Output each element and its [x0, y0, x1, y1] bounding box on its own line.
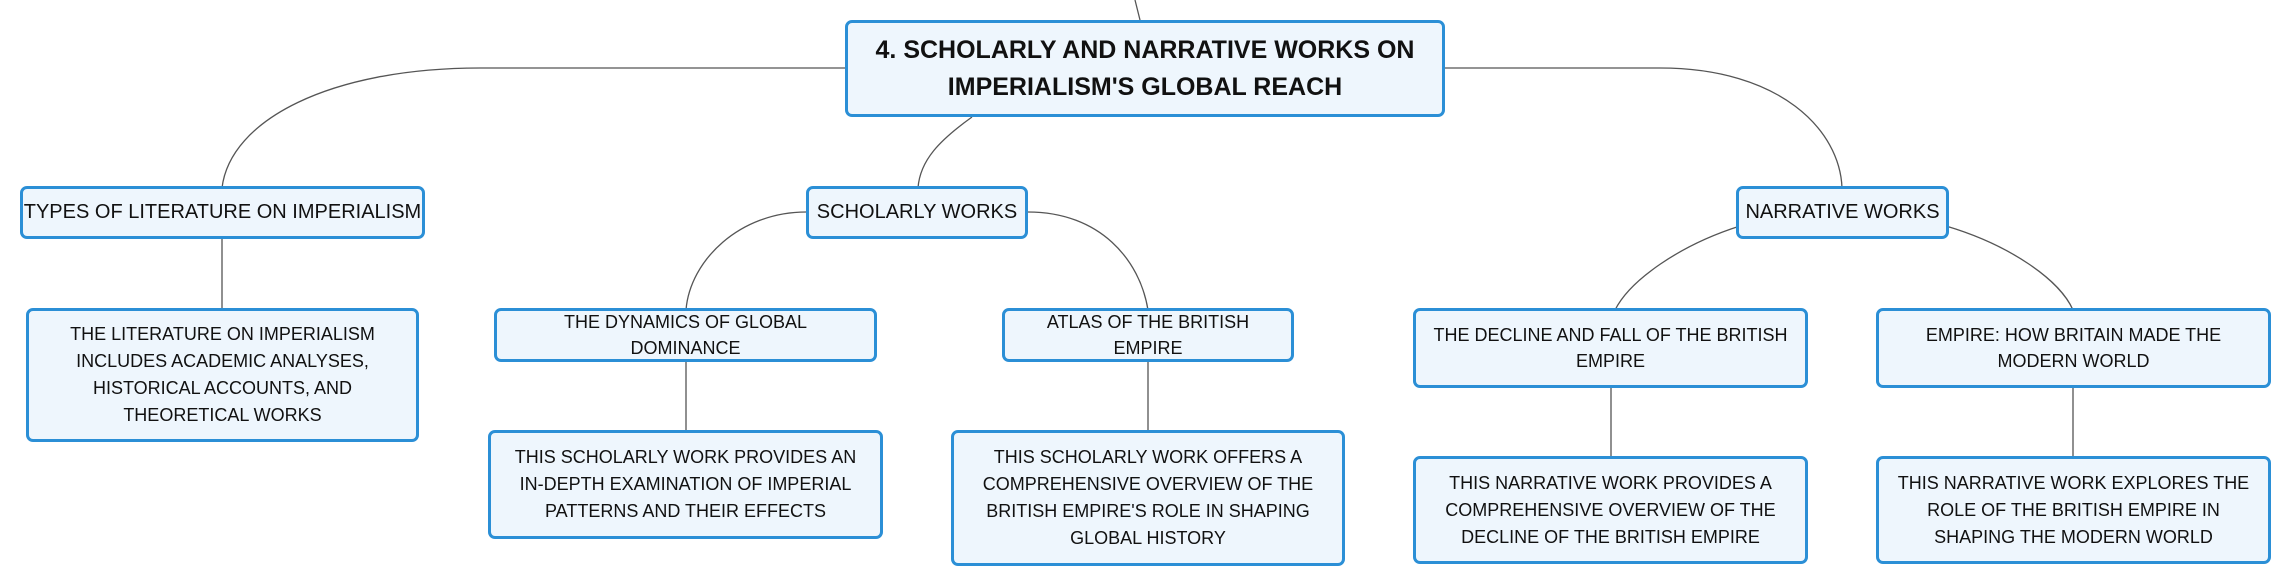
- connector-root-types: [221, 67, 845, 189]
- decline-description-node[interactable]: THIS NARRATIVE WORK PROVIDES A COMPREHEN…: [1413, 456, 1808, 564]
- types-node[interactable]: TYPES OF LITERATURE ON IMPERIALISM: [20, 186, 425, 239]
- root-node-label: 4. SCHOLARLY AND NARRATIVE WORKS ON IMPE…: [875, 36, 1415, 101]
- connector-root-incoming: [1134, 0, 1141, 21]
- types-node-label: TYPES OF LITERATURE ON IMPERIALISM: [23, 201, 422, 223]
- decline-description-label: THIS NARRATIVE WORK PROVIDES A COMPREHEN…: [1445, 472, 1776, 547]
- scholarly-node-label: SCHOLARLY WORKS: [816, 201, 1018, 223]
- narrative-node-label: NARRATIVE WORKS: [1745, 201, 1940, 223]
- connector-scholarly-atlas: [1027, 211, 1149, 311]
- connector-narrative-empire: [1945, 225, 2074, 311]
- connector-root-narrative: [1445, 67, 1843, 189]
- decline-node[interactable]: THE DECLINE AND FALL OF THE BRITISH EMPI…: [1413, 308, 1808, 388]
- dynamics-node[interactable]: THE DYNAMICS OF GLOBAL DOMINANCE: [494, 308, 877, 362]
- types-description-node[interactable]: THE LITERATURE ON IMPERIALISM INCLUDES A…: [26, 308, 419, 442]
- connector-narrative-decline: [1614, 225, 1741, 311]
- empire-node[interactable]: EMPIRE: HOW BRITAIN MADE THE MODERN WORL…: [1876, 308, 2271, 388]
- scholarly-node[interactable]: SCHOLARLY WORKS: [806, 186, 1028, 239]
- atlas-description-label: THIS SCHOLARLY WORK OFFERS A COMPREHENSI…: [982, 447, 1314, 548]
- connector-root-scholarly: [917, 116, 973, 189]
- root-node[interactable]: 4. SCHOLARLY AND NARRATIVE WORKS ON IMPE…: [845, 20, 1445, 117]
- types-description-label: THE LITERATURE ON IMPERIALISM INCLUDES A…: [70, 324, 375, 425]
- connector-scholarly-dynamics: [685, 211, 807, 311]
- empire-description-node[interactable]: THIS NARRATIVE WORK EXPLORES THE ROLE OF…: [1876, 456, 2271, 564]
- empire-description-label: THIS NARRATIVE WORK EXPLORES THE ROLE OF…: [1897, 472, 2250, 547]
- decline-node-label: THE DECLINE AND FALL OF THE BRITISH EMPI…: [1433, 324, 1788, 371]
- narrative-node[interactable]: NARRATIVE WORKS: [1736, 186, 1949, 239]
- dynamics-description-label: THIS SCHOLARLY WORK PROVIDES AN IN-DEPTH…: [514, 447, 857, 521]
- atlas-description-node[interactable]: THIS SCHOLARLY WORK OFFERS A COMPREHENSI…: [951, 430, 1345, 566]
- atlas-node-label: ATLAS OF THE BRITISH EMPIRE: [1046, 311, 1250, 358]
- atlas-node[interactable]: ATLAS OF THE BRITISH EMPIRE: [1002, 308, 1294, 362]
- dynamics-description-node[interactable]: THIS SCHOLARLY WORK PROVIDES AN IN-DEPTH…: [488, 430, 883, 539]
- dynamics-node-label: THE DYNAMICS OF GLOBAL DOMINANCE: [563, 311, 808, 358]
- empire-node-label: EMPIRE: HOW BRITAIN MADE THE MODERN WORL…: [1925, 324, 2222, 371]
